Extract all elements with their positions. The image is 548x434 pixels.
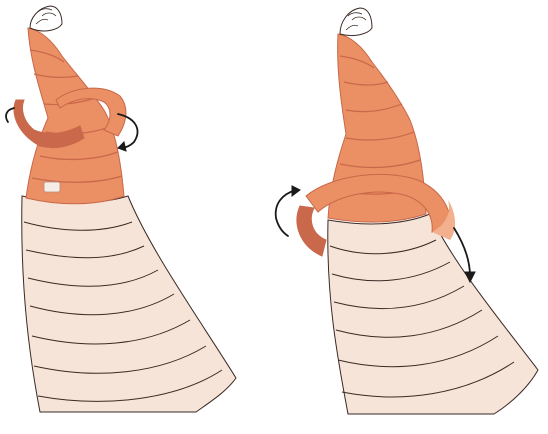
arrow-shape	[276, 190, 296, 236]
panel-right	[276, 8, 538, 414]
toe-shape	[340, 8, 372, 36]
bandage-clip	[44, 182, 60, 192]
panel-left	[6, 6, 236, 412]
arrow-head-shape	[292, 186, 300, 196]
bandaged-foot-left	[26, 28, 124, 204]
toes-left	[30, 6, 62, 31]
leg-padding-right	[328, 214, 538, 414]
band-shape	[26, 28, 124, 204]
arrow-shape	[6, 108, 14, 122]
leg-padding-left	[22, 196, 236, 412]
toes-right	[340, 8, 372, 36]
toe-shape	[30, 6, 62, 31]
arrow-head-shape	[118, 142, 126, 151]
pad-shape	[328, 214, 538, 414]
band-loop-back-shape	[297, 206, 326, 256]
